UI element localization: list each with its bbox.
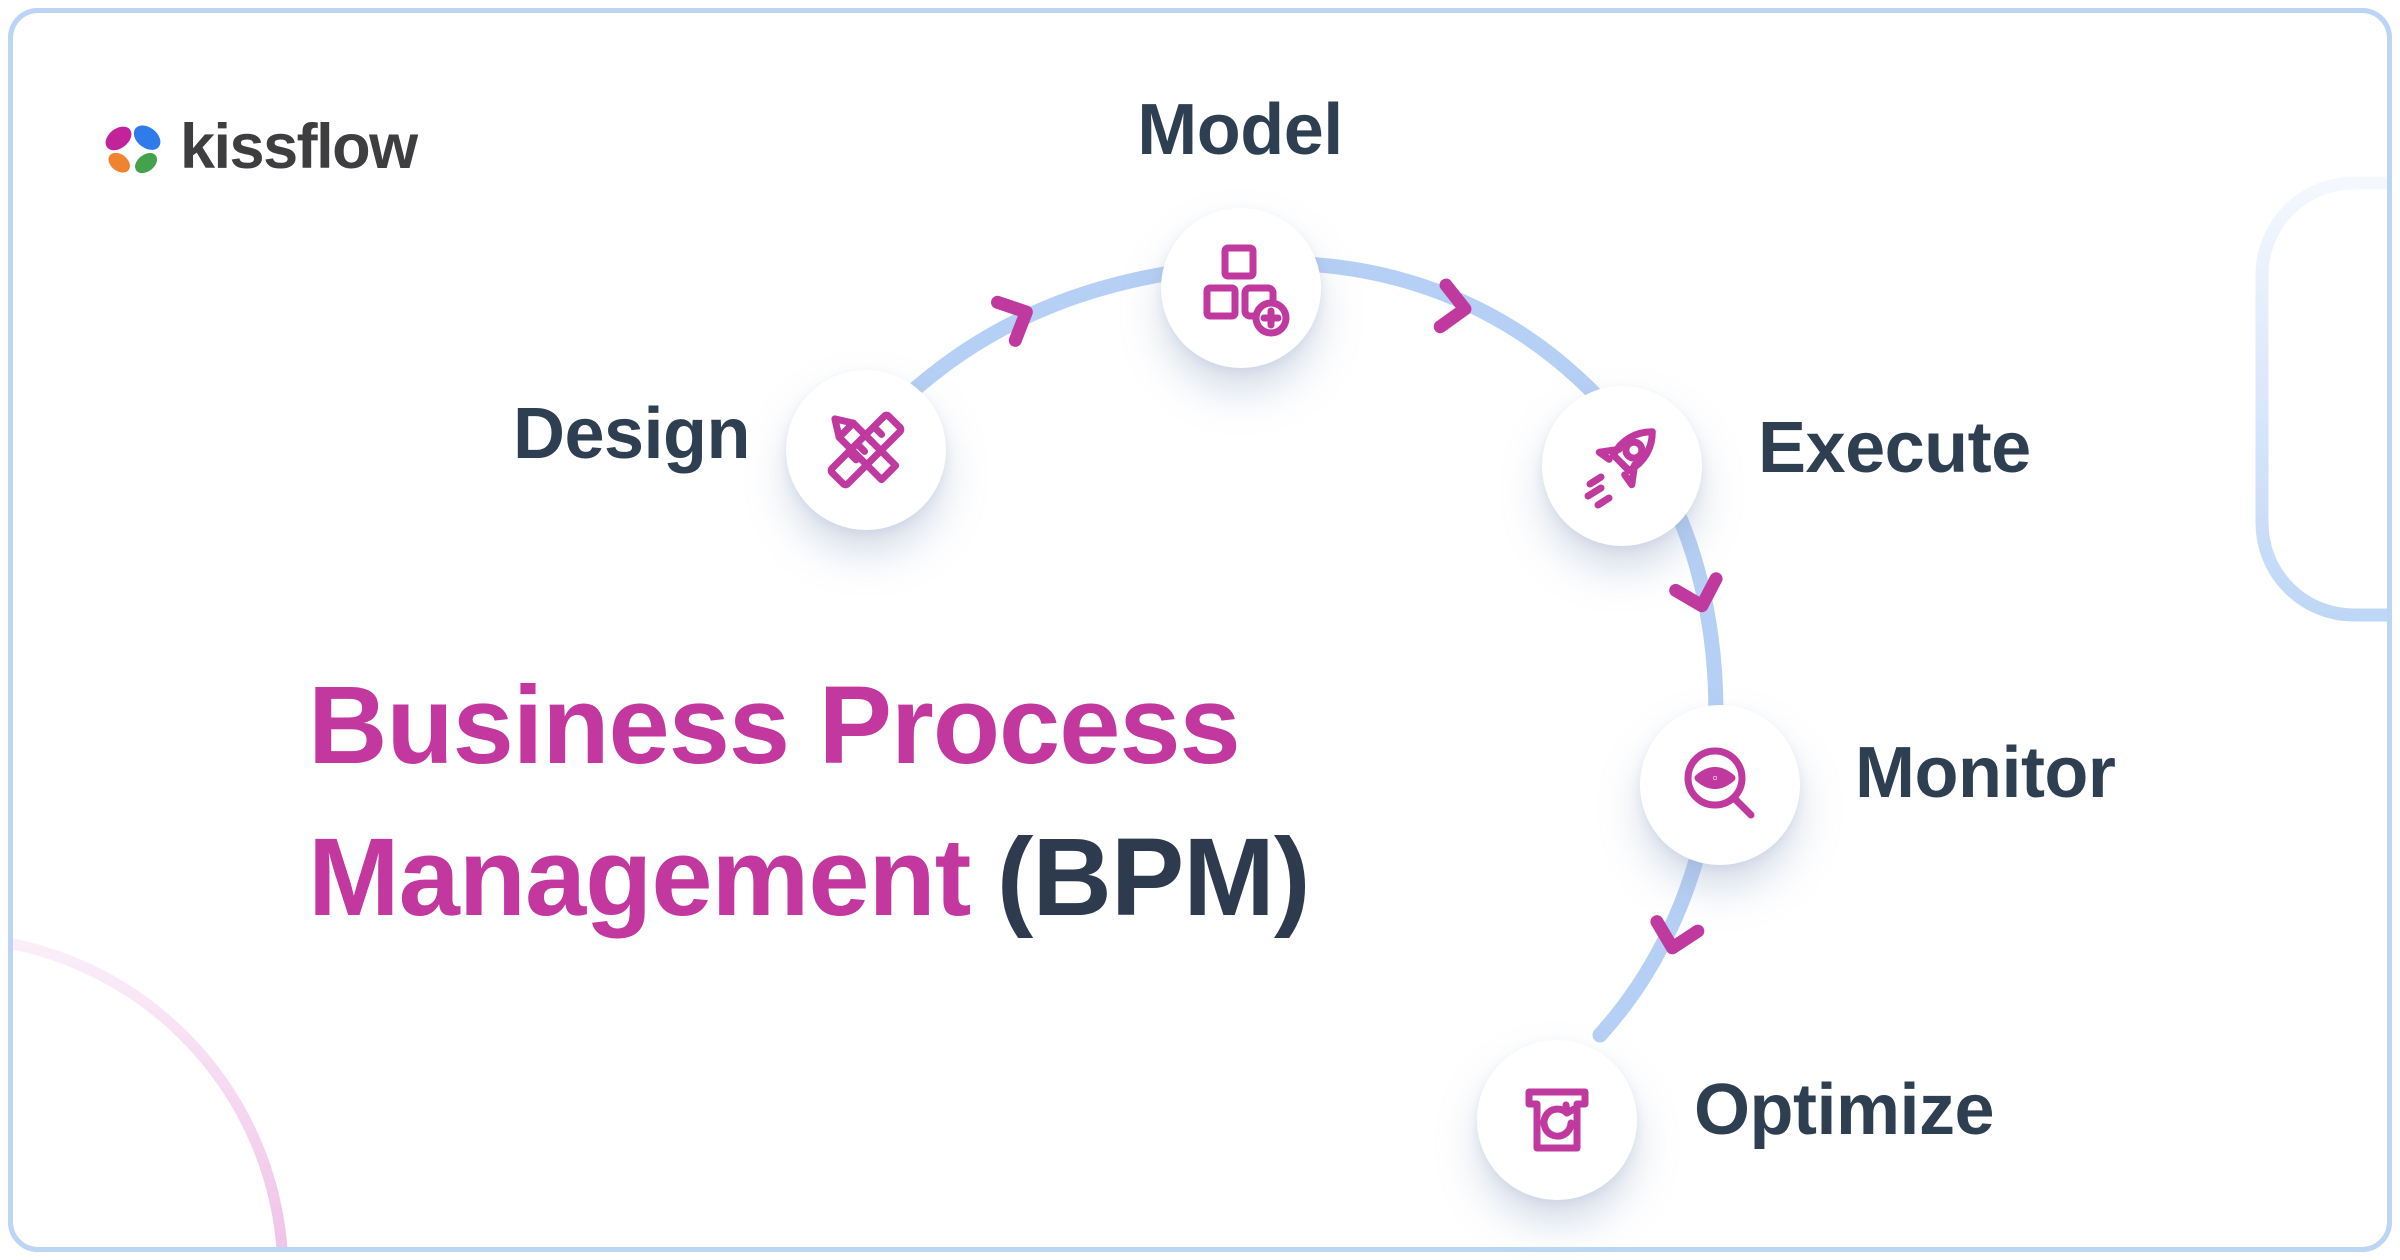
stage-circle-monitor bbox=[1640, 705, 1800, 865]
decor-blue-rounded-rect bbox=[2255, 176, 2392, 622]
decor-pink-circle bbox=[8, 937, 288, 1252]
stage-circle-design bbox=[786, 370, 946, 530]
kissflow-wordmark: kissflow bbox=[180, 112, 418, 182]
chevron-monitor-to-optimize bbox=[1650, 915, 1705, 955]
blocks-add-icon bbox=[1203, 244, 1290, 337]
stage-circle-model bbox=[1161, 208, 1321, 368]
lifecycle-arc-canvas bbox=[8, 176, 2392, 1252]
stage-label-design: Design bbox=[512, 394, 751, 474]
chevron-model-to-execute bbox=[1433, 278, 1472, 334]
stage-label-optimize: Optimize bbox=[1694, 1070, 1995, 1150]
stage-label-model: Model bbox=[1137, 90, 1343, 170]
stage-circle-execute bbox=[1542, 386, 1702, 546]
eye-magnifier-icon bbox=[1684, 747, 1755, 819]
card-background bbox=[8, 8, 2392, 1252]
kissflow-logo: kissflow bbox=[104, 112, 418, 183]
stage-label-execute: Execute bbox=[1758, 408, 2031, 488]
refresh-box-icon bbox=[1525, 1088, 1589, 1152]
page-title: Business Process Management(BPM) bbox=[308, 650, 1310, 954]
title-line2: Management(BPM) bbox=[308, 816, 1310, 939]
rocket-icon bbox=[1584, 428, 1656, 509]
stage-circle-optimize bbox=[1477, 1040, 1637, 1200]
title-line1: Business Process bbox=[308, 664, 1241, 787]
diagram-layer bbox=[8, 8, 2392, 1252]
chevron-design-to-model bbox=[991, 295, 1033, 347]
stage-label-monitor: Monitor bbox=[1855, 733, 2116, 813]
pencil-ruler-icon bbox=[827, 411, 905, 489]
four-petal-flower-icon bbox=[105, 125, 161, 173]
chevron-execute-to-monitor bbox=[1669, 572, 1723, 613]
